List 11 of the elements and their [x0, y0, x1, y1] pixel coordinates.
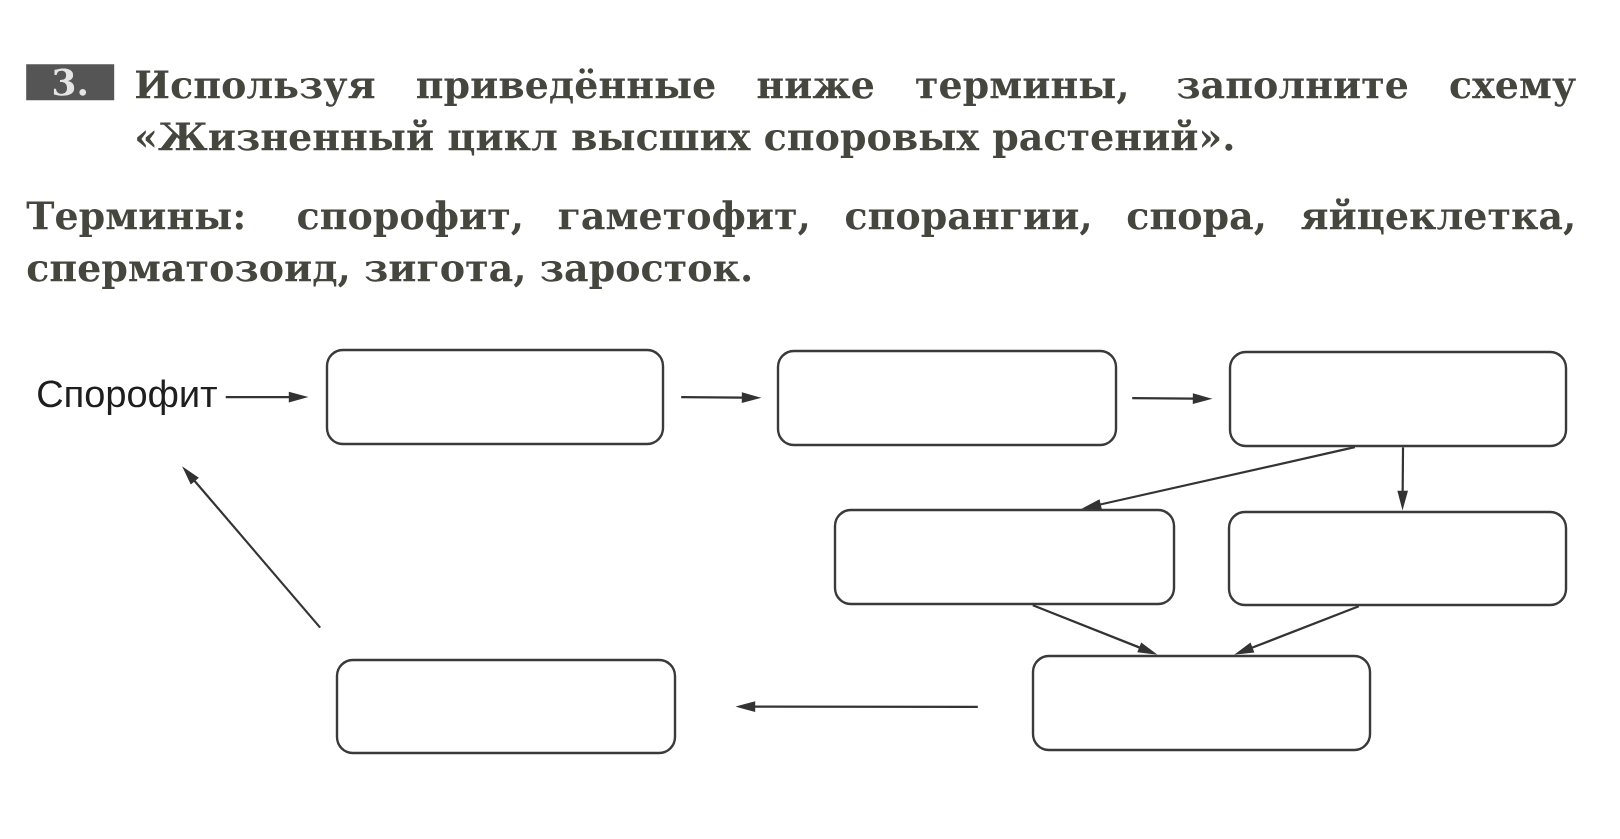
- answer-box: [1228, 350, 1568, 448]
- stage-label: Спорофит: [38, 379, 217, 415]
- answer-box: [325, 348, 665, 446]
- answer-box: [1031, 654, 1372, 752]
- terms-list: Термины: спорофит, гаметофит, спорангии, спора, яйцеклетка, сперматозоид, зигота, заросток.: [26, 198, 1573, 290]
- answer-box: [1227, 510, 1568, 607]
- answer-box: [833, 508, 1176, 606]
- answer-box: [776, 349, 1118, 447]
- task-number-badge: 3.: [26, 64, 115, 101]
- answer-box: [335, 658, 677, 755]
- task-statement: Используя приведённые ниже термины, заполните схему «Жизненный цикл высших споровых растений».: [136, 68, 1576, 159]
